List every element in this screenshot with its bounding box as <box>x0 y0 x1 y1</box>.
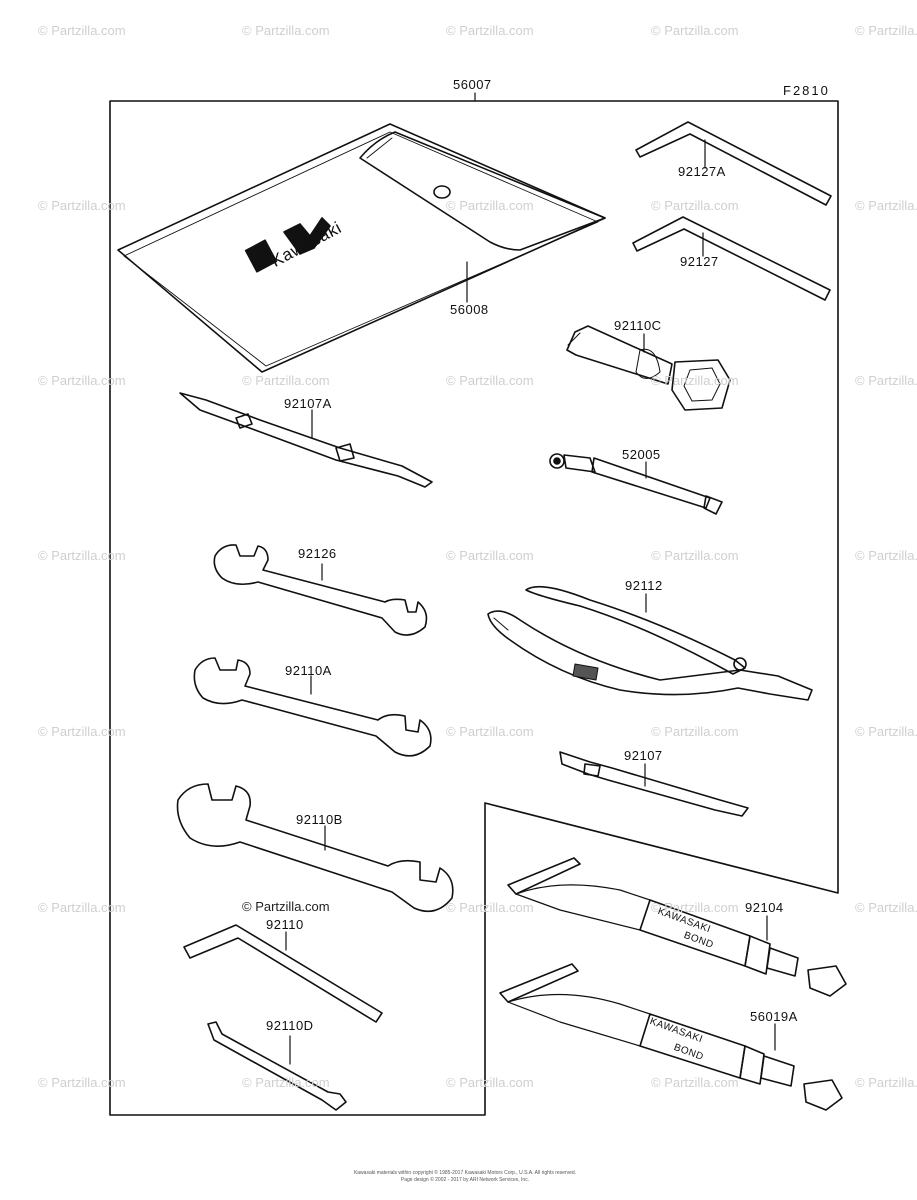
handle-52005-drawing <box>549 453 723 515</box>
part-label-52005[interactable]: 52005 <box>622 447 661 462</box>
rod-92110D-drawing <box>207 1021 347 1111</box>
part-label-92107[interactable]: 92107 <box>624 748 663 763</box>
watermark-text: © Partzilla.com <box>855 548 917 563</box>
watermark-text: © Partzilla.com <box>446 900 534 915</box>
watermark-text: © Partzilla.com <box>38 1075 126 1090</box>
copyright-line-2: Page design © 2002 - 2017 by ARI Network… <box>400 1177 530 1183</box>
watermark-text: © Partzilla.com <box>38 724 126 739</box>
watermark-text: © Partzilla.com <box>855 198 917 213</box>
watermark-text: © Partzilla.com <box>651 548 739 563</box>
plug-wrench-92110C-drawing <box>566 325 731 411</box>
part-label-56008[interactable]: 56008 <box>450 302 489 317</box>
part-label-92127[interactable]: 92127 <box>680 254 719 269</box>
watermark-text: © Partzilla.com <box>651 1075 739 1090</box>
hex-wrench-92110-drawing <box>183 924 383 1023</box>
watermark-text: © Partzilla.com <box>38 198 126 213</box>
watermark-text: © Partzilla.com <box>651 900 739 915</box>
part-label-92110B[interactable]: 92110B <box>296 812 343 827</box>
watermark-text: © Partzilla.com <box>38 373 126 388</box>
watermark-text: © Partzilla.com <box>242 23 330 38</box>
watermark-text: © Partzilla.com <box>855 724 917 739</box>
pliers-92112-drawing <box>487 585 813 701</box>
watermark-text: © Partzilla.com <box>446 1075 534 1090</box>
part-label-92110C[interactable]: 92110C <box>614 318 662 333</box>
tool-bag-drawing <box>117 123 606 373</box>
part-label-92127A[interactable]: 92127A <box>678 164 726 179</box>
bond-tube-56019A-drawing <box>499 963 843 1111</box>
watermark-text: © Partzilla.com <box>651 373 739 388</box>
part-label-92107A[interactable]: 92107A <box>284 396 332 411</box>
part-label-92110D[interactable]: 92110D <box>266 1018 314 1033</box>
watermark-text: © Partzilla.com <box>242 1075 330 1090</box>
watermark-text: © Partzilla.com <box>446 23 534 38</box>
watermark-text: © Partzilla.com <box>651 724 739 739</box>
watermark-text: © Partzilla.com <box>446 724 534 739</box>
part-label-92110[interactable]: 92110 <box>266 917 304 932</box>
copyright-line-1: Kawasaki materials within copyright © 19… <box>353 1170 577 1176</box>
part-label-56019A[interactable]: 56019A <box>750 1009 798 1024</box>
part-label-92110A[interactable]: 92110A <box>285 663 332 678</box>
part-label-92112[interactable]: 92112 <box>625 578 663 593</box>
watermark-text: © Partzilla.com <box>855 373 917 388</box>
wrench-92110A-drawing <box>193 657 432 757</box>
watermark-text: © Partzilla.com <box>855 1075 917 1090</box>
kit-boundary-line <box>109 100 839 1116</box>
watermark-text: © Partzilla.com <box>446 548 534 563</box>
watermark-text: © Partzilla.com <box>855 23 917 38</box>
hex-key-92127A-drawing <box>635 121 832 206</box>
screwdriver-92107A-drawing <box>179 392 433 488</box>
watermark-text: © Partzilla.com <box>651 23 739 38</box>
watermark-text: © Partzilla.com <box>446 198 534 213</box>
hex-key-92127-drawing <box>632 216 831 301</box>
watermark-text: © Partzilla.com <box>242 373 330 388</box>
wrench-92126-drawing <box>213 544 428 636</box>
watermark-text: © Partzilla.com <box>38 548 126 563</box>
kawasaki-logo-mark <box>244 217 331 273</box>
part-label-92104[interactable]: 92104 <box>745 900 784 915</box>
bond-tube-92104-drawing <box>507 857 847 997</box>
screwdriver-92107-drawing <box>559 751 749 817</box>
part-label-92126[interactable]: 92126 <box>298 546 337 561</box>
watermark-text: © Partzilla.com <box>38 900 126 915</box>
watermark-text: © Partzilla.com <box>651 198 739 213</box>
watermark-text: © Partzilla.com <box>38 23 126 38</box>
kit-part-label[interactable]: 56007 <box>453 77 492 92</box>
watermark-text: © Partzilla.com <box>446 373 534 388</box>
wrench-92110B-drawing <box>176 783 454 913</box>
watermark-text: © Partzilla.com <box>855 900 917 915</box>
figure-code: F2810 <box>783 83 830 98</box>
watermark-text: © Partzilla.com <box>242 899 330 914</box>
